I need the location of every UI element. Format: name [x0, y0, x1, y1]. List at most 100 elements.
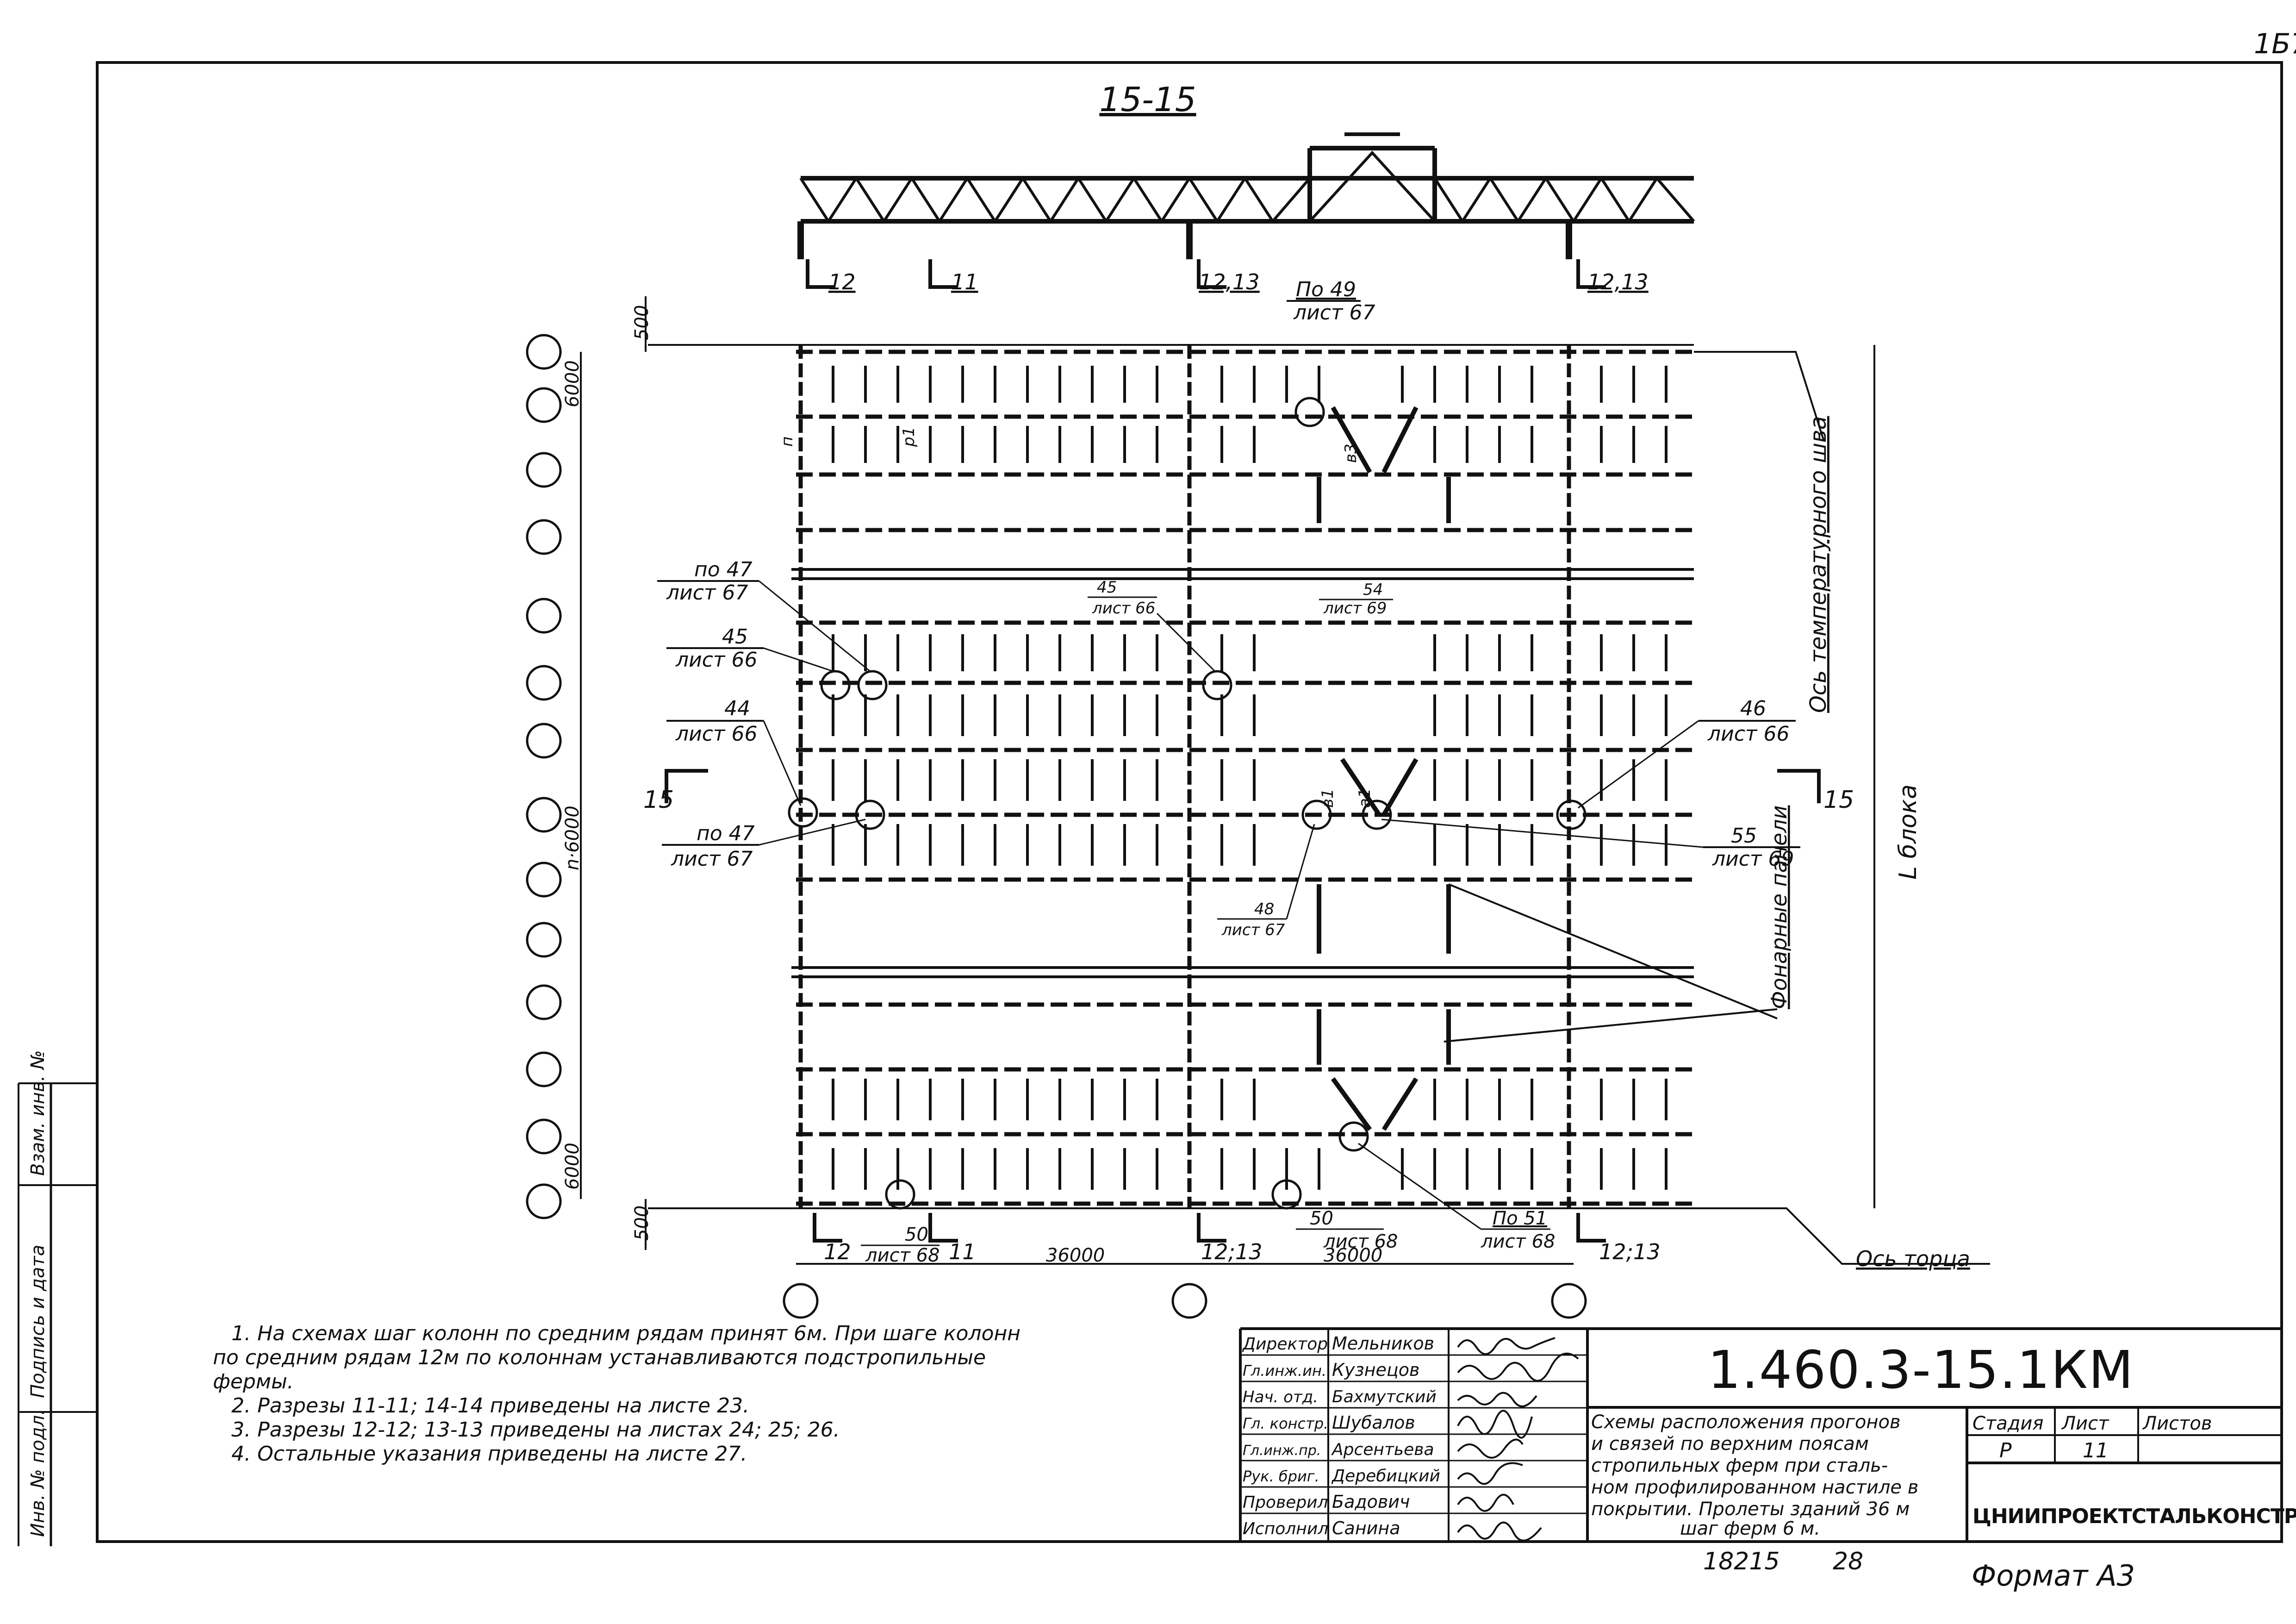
organization-name: ЦНИИПРОЕКТСТАЛЬКОНСТРУКЦИЯ [1972, 1505, 2296, 1528]
svg-text:лист 69: лист 69 [1323, 599, 1387, 618]
svg-text:по 47: по 47 [697, 822, 755, 845]
svg-text:28: 28 [1833, 1548, 1863, 1575]
svg-text:Бадович: Бадович [1332, 1492, 1410, 1512]
svg-text:Ось торца: Ось торца [1856, 1246, 1970, 1271]
plan-grid [580, 259, 1990, 1265]
svg-text:лист 69: лист 69 [1712, 847, 1794, 871]
svg-text:12: 12 [824, 1239, 851, 1264]
svg-text:50: 50 [1310, 1208, 1333, 1229]
svg-text:45: 45 [1097, 578, 1117, 597]
svg-text:лист 67: лист 67 [671, 847, 753, 871]
note-line: 2. Разрезы 11-11; 14-14 приведены на лис… [231, 1394, 750, 1418]
svg-text:Рук. бриг.: Рук. бриг. [1243, 1468, 1319, 1485]
svg-text:Кузнецов: Кузнецов [1332, 1360, 1419, 1380]
callout: 45 лист 66 [1088, 578, 1216, 672]
note-line: фермы. [213, 1370, 294, 1393]
svg-text:Исполнил: Исполнил [1243, 1519, 1328, 1538]
svg-text:Инв. № подл.: Инв. № подл. [27, 1409, 49, 1537]
svg-text:46: 46 [1740, 697, 1766, 720]
svg-text:лист 66: лист 66 [675, 722, 758, 746]
svg-text:Схемы расположения прогонов: Схемы расположения прогонов [1591, 1412, 1901, 1433]
svg-text:Проверил: Проверил [1243, 1493, 1328, 1512]
svg-text:лист 68: лист 68 [1323, 1231, 1398, 1252]
svg-text:Стадия: Стадия [1972, 1413, 2043, 1434]
svg-text:Шубалов: Шубалов [1332, 1412, 1415, 1433]
svg-text:лист 67: лист 67 [1221, 921, 1285, 939]
svg-text:Гл. констр.: Гл. констр. [1243, 1415, 1328, 1432]
svg-text:по 47: по 47 [694, 558, 753, 581]
axis-markers-left [526, 334, 562, 1219]
side-stamp: Инв. № подл. Подпись и дата Взам. инв. № [27, 1050, 49, 1537]
svg-text:15: 15 [1823, 786, 1854, 814]
svg-text:11: 11 [949, 1239, 976, 1264]
svg-text:Деребицкий: Деребицкий [1331, 1467, 1440, 1486]
svg-text:лист 67: лист 67 [1293, 301, 1375, 325]
svg-text:12: 12 [828, 269, 856, 294]
svg-text:12;13: 12;13 [1201, 1239, 1263, 1264]
svg-text:и связей по верхним поясам: и связей по верхним поясам [1591, 1433, 1869, 1455]
svg-text:45: 45 [722, 625, 748, 649]
svg-text:По 51: По 51 [1493, 1208, 1547, 1229]
note-line: 3. Разрезы 12-12; 13-13 приведены на лис… [231, 1418, 840, 1442]
svg-text:лист 66: лист 66 [1707, 722, 1790, 746]
svg-text:18215: 18215 [1703, 1548, 1780, 1575]
svg-text:12,13: 12,13 [1199, 269, 1260, 294]
signatures [1457, 1337, 1579, 1542]
svg-text:11: 11 [951, 269, 978, 294]
svg-text:12,13: 12,13 [1587, 269, 1649, 294]
outer-frame [96, 61, 2283, 1543]
section-title: 15-15 [1099, 80, 1196, 119]
callout: 45 лист 66 [666, 625, 834, 672]
title-block-grid [1239, 1327, 2282, 1542]
svg-text:Р: Р [1999, 1439, 2012, 1462]
svg-text:50: 50 [905, 1224, 928, 1245]
svg-text:п: п [778, 437, 796, 447]
svg-text:36000: 36000 [1324, 1245, 1382, 1266]
callout: 50 лист 68 [861, 1224, 940, 1266]
callout: 50 лист 68 [1296, 1208, 1398, 1252]
callout: 54 лист 69 [1319, 581, 1393, 618]
svg-text:55: 55 [1731, 824, 1757, 848]
svg-text:стропильных ферм при сталь-: стропильных ферм при сталь- [1591, 1455, 1888, 1476]
axis-markers-bottom [783, 1283, 1587, 1319]
svg-text:р1: р1 [900, 427, 918, 447]
svg-text:Лист: Лист [2061, 1413, 2109, 1434]
note-line: 4. Остальные указания приведены на листе… [231, 1442, 747, 1466]
callout: 55 лист 69 [1381, 818, 1800, 871]
svg-text:Бахмутский: Бахмутский [1332, 1387, 1437, 1406]
title-block-people: Директор Гл.инж.ин. Нач. отд. Гл. констр… [1242, 1333, 1440, 1538]
svg-text:11: 11 [2083, 1439, 2109, 1462]
svg-text:в1: в1 [1319, 788, 1337, 808]
svg-text:ном профилированном настиле в: ном профилированном настиле в [1591, 1477, 1918, 1498]
callout: 48 лист 67 [1217, 824, 1315, 939]
svg-text:Арсентьева: Арсентьева [1331, 1440, 1434, 1459]
svg-text:Листов: Листов [2142, 1413, 2212, 1434]
svg-text:44: 44 [724, 697, 750, 720]
svg-text:500: 500 [631, 1206, 653, 1241]
svg-text:Формат А3: Формат А3 [1972, 1559, 2135, 1593]
corner-mark: 1Б7 [2254, 28, 2296, 60]
truss-elevation [797, 132, 1695, 259]
svg-text:лист 67: лист 67 [666, 581, 748, 605]
note-line: по средним рядам 12м по колоннам устанав… [213, 1346, 986, 1369]
svg-text:Директор: Директор [1242, 1335, 1328, 1354]
svg-text:По 49: По 49 [1296, 278, 1356, 301]
svg-text:12;13: 12;13 [1599, 1239, 1661, 1264]
svg-text:лист 66: лист 66 [1092, 599, 1155, 618]
svg-text:n·6000: n·6000 [562, 806, 583, 870]
title-block-meta: Стадия Лист Листов Р 11 18215 28 Формат … [1703, 1413, 2212, 1593]
document-code: 1.460.3-15.1КМ [1708, 1340, 2134, 1400]
callout: По 49 лист 67 [1287, 278, 1375, 325]
svg-text:Гл.инж.пр.: Гл.инж.пр. [1243, 1443, 1321, 1459]
svg-text:54: 54 [1363, 581, 1383, 599]
svg-text:Мельников: Мельников [1332, 1333, 1434, 1354]
svg-text:лист 68: лист 68 [865, 1245, 940, 1266]
svg-text:36000: 36000 [1046, 1245, 1105, 1266]
svg-text:а1: а1 [1356, 788, 1374, 808]
drawing-labels: 12 11 12,13 12,13 12 11 12;13 12;13 15 1… [562, 269, 1970, 1271]
svg-text:лист 68: лист 68 [1481, 1231, 1555, 1252]
callout: по 47 лист 67 [657, 558, 871, 672]
svg-text:Гл.инж.ин.: Гл.инж.ин. [1243, 1362, 1326, 1380]
svg-text:покрытии. Пролеты зданий 36 м: покрытии. Пролеты зданий 36 м [1591, 1499, 1910, 1520]
callout: 44 лист 66 [666, 697, 802, 806]
